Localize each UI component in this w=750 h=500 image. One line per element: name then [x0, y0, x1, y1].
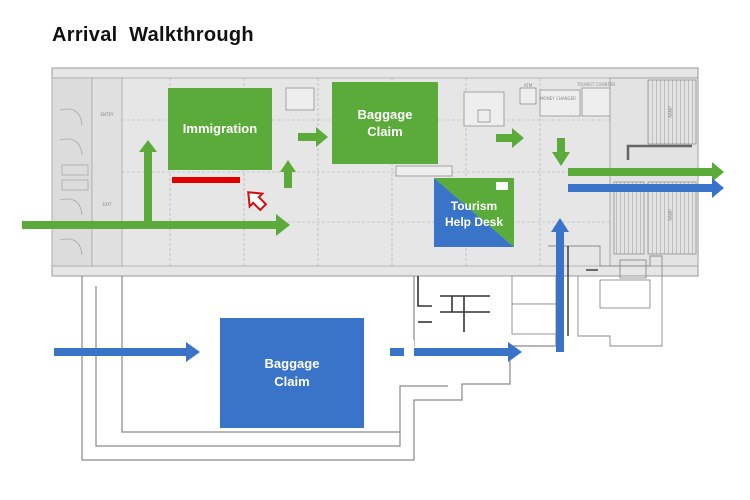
green-flow-arrows [22, 127, 724, 236]
exit-label: EXIT [103, 202, 112, 207]
tourist-counter-label: TOURIST COUNTER [576, 82, 616, 87]
arrow-gap [404, 340, 414, 374]
immigration-label: Immigration [183, 121, 257, 136]
red-outline-arrow-icon [247, 191, 268, 212]
baggage-claim-top-line1: Baggage [358, 107, 413, 122]
blue-exit-arrow [568, 178, 724, 198]
left-entry-band [51, 77, 93, 267]
green-entry-arrow [22, 214, 290, 236]
green-down-arrow [552, 138, 570, 166]
lower-plan-area [81, 276, 557, 461]
ramp-rail [626, 144, 692, 160]
green-right-arrow-1 [298, 127, 328, 147]
blue-entry-arrow [54, 342, 200, 362]
baggage-claim-top-zone: Baggage Claim [332, 82, 438, 164]
atm-label: ATM [524, 83, 533, 88]
page-title: Arrival Walkthrough [52, 24, 254, 46]
ramp-top [647, 79, 697, 145]
baggage-claim-bottom-line2: Claim [274, 374, 309, 389]
baggage-claim-bottom-line1: Baggage [265, 356, 320, 371]
baggage-claim-bottom-zone: Baggage Claim [220, 318, 364, 428]
left-corridor-band [91, 77, 123, 267]
green-right-arrow-2 [496, 128, 524, 148]
immigration-barrier [172, 177, 240, 183]
lower-right-rooms [417, 276, 490, 332]
blue-flow-arrows [54, 178, 724, 362]
green-up-arrow-left [139, 140, 157, 222]
green-up-arrow-mid [280, 160, 296, 188]
ramp-bottom-label: RAMP [668, 209, 673, 221]
blue-up-arrow [551, 218, 569, 352]
tourism-help-desk-zone: Tourism Help Desk [434, 178, 514, 247]
baggage-claim-top-line2: Claim [367, 124, 402, 139]
ramp-bottom [647, 181, 697, 255]
green-exit-arrow [568, 162, 724, 182]
entry-label: ENTRY [101, 112, 114, 117]
immigration-zone: Immigration [168, 88, 272, 170]
blue-middle-arrow [390, 342, 522, 362]
tourism-help-desk-line1: Tourism [451, 199, 497, 213]
money-changer-label: MONEY CHANGER [540, 96, 576, 101]
tourism-help-desk-line2: Help Desk [445, 215, 503, 229]
ramp-top-label: RAMP [668, 106, 673, 118]
